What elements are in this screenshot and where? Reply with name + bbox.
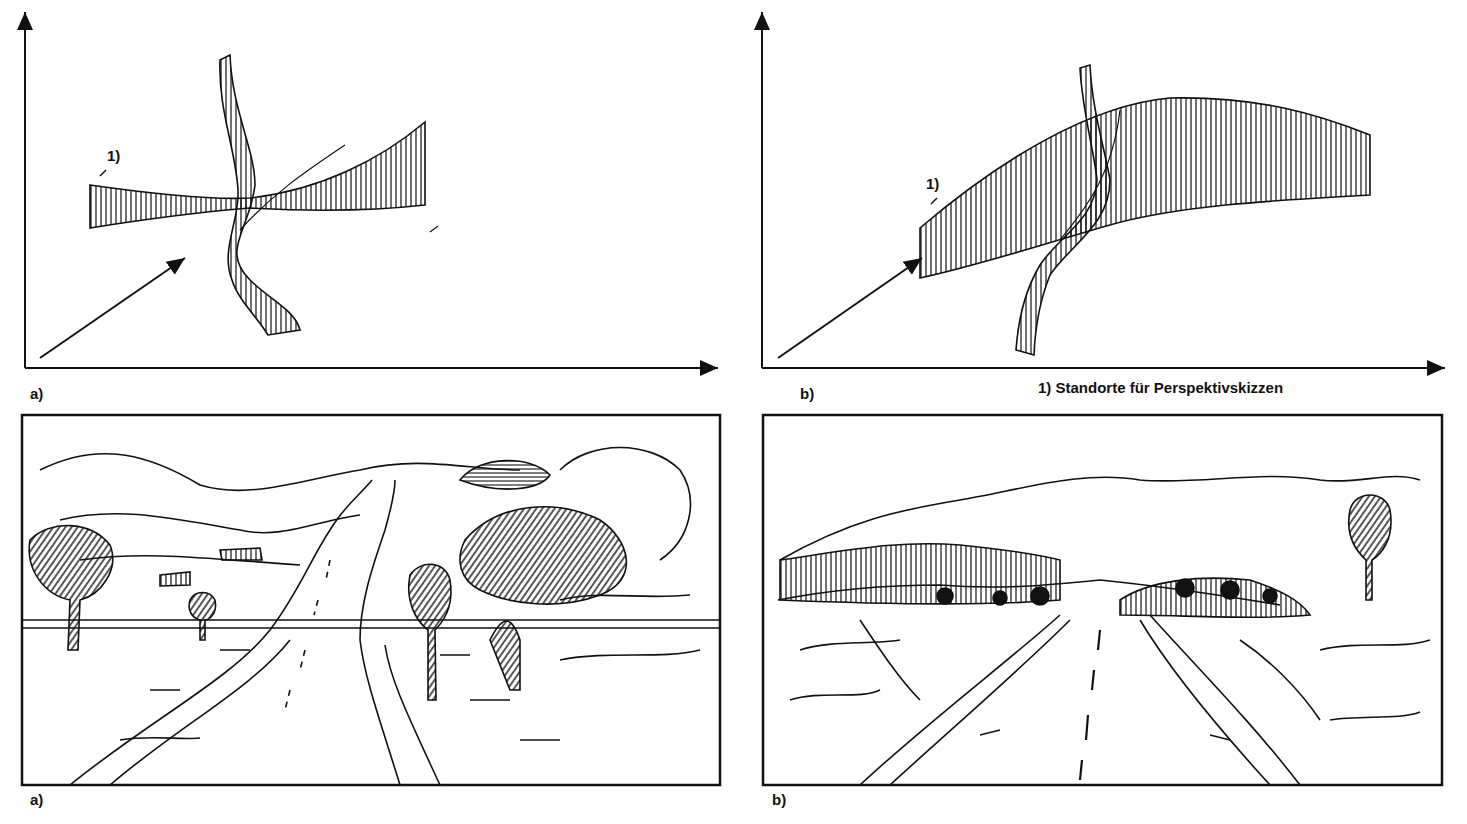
- panel-letter: b): [800, 386, 814, 403]
- footnote-text: 1) Standorte für Perspektivskizzen: [1038, 380, 1283, 397]
- panel-letter: a): [30, 792, 43, 809]
- panel-letter: b): [772, 792, 786, 809]
- callout-number: 1): [107, 148, 120, 165]
- panel-letter: a): [30, 386, 43, 403]
- callout-number: 1): [926, 176, 939, 193]
